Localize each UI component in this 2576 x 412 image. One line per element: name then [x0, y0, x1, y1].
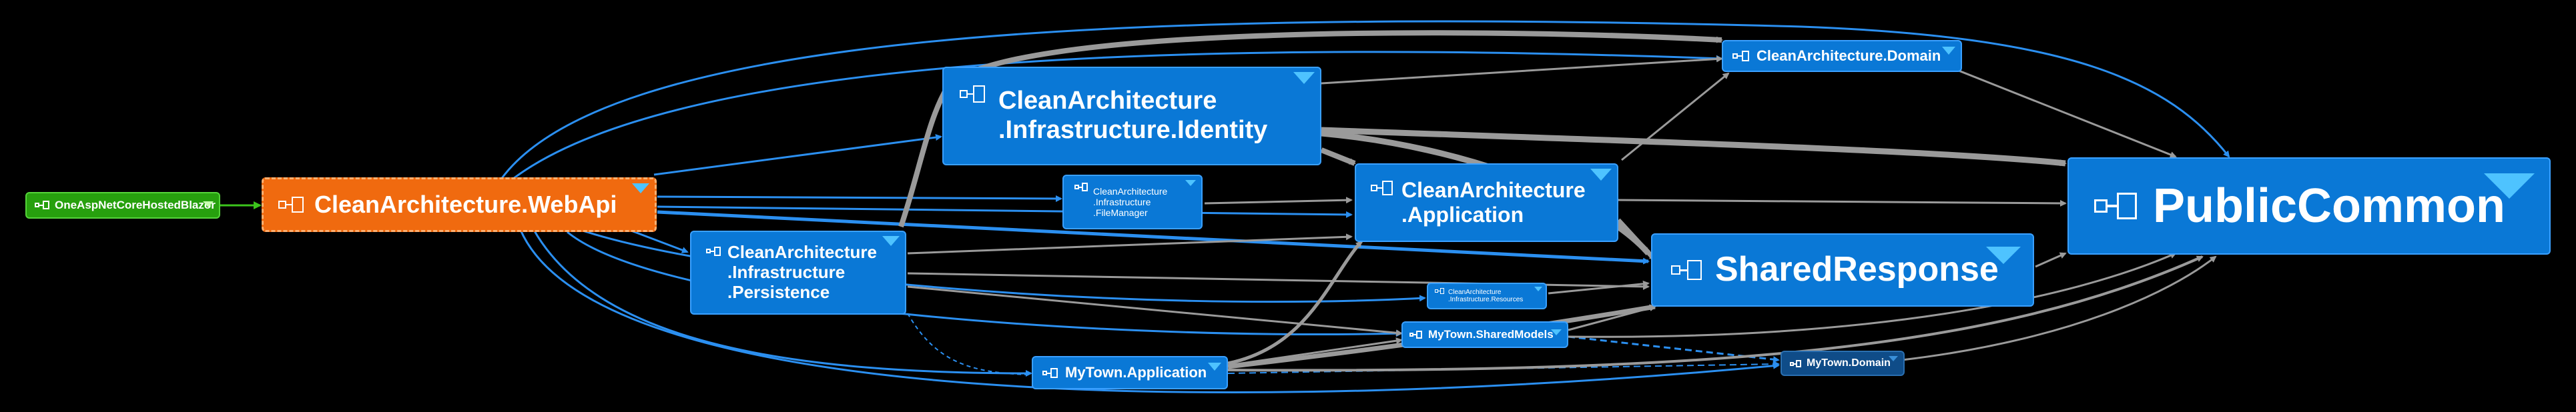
node-publiccommon[interactable]: PublicCommon [2067, 157, 2551, 255]
edge-webapi-identity [653, 134, 942, 176]
expand-triangle-icon[interactable] [1986, 247, 2021, 264]
node-label: CleanArchitecture .Infrastructure .FileM… [1093, 185, 1168, 219]
expand-triangle-icon[interactable] [1590, 169, 1612, 181]
expand-triangle-icon[interactable] [1534, 287, 1542, 291]
edge-application-publiccommon [1618, 199, 2067, 207]
edge-webapi-publiccommon-top [499, 20, 2230, 181]
edge-webapi-sharedmodels [567, 231, 1403, 337]
node-onehostedblazor[interactable]: OneAspNetCoreHostedBlazor [25, 192, 220, 219]
edge-persistence-identity [898, 30, 1723, 228]
edge-identity-application [1320, 147, 1356, 166]
edge-webapi-sharedresponse [657, 210, 1650, 265]
edge-webapi-application [657, 205, 1353, 218]
node-label: CleanArchitecture .Application [1401, 178, 1586, 227]
node-label: CleanArchitecture .Infrastructure .Persi… [727, 242, 877, 302]
edge-persistence-mytownapp-dash [907, 313, 1032, 375]
edge-persistence-application [907, 233, 1353, 255]
assembly-icon [1435, 288, 1444, 294]
expand-triangle-icon[interactable] [882, 236, 900, 246]
node-label: MyTown.Domain [1807, 357, 1891, 369]
edge-persistence-sharedmodels [907, 285, 1403, 337]
node-label: CleanArchitecture .Infrastructure.Resour… [1448, 288, 1524, 304]
edge-identity-domain [1321, 55, 1723, 85]
node-sharedmodels[interactable]: MyTown.SharedModels [1401, 321, 1568, 348]
edges-other [898, 30, 2217, 372]
edge-filemanager-application [1204, 197, 1353, 205]
node-label: PublicCommon [2153, 179, 2506, 233]
assembly-icon [1790, 359, 1802, 367]
assembly-icon [1732, 51, 1750, 61]
node-label: MyTown.SharedModels [1428, 328, 1554, 341]
expand-triangle-icon[interactable] [1942, 47, 1955, 55]
edge-webapi-resources [580, 229, 1426, 303]
assembly-icon [960, 85, 986, 103]
node-application[interactable]: CleanArchitecture .Application [1355, 163, 1618, 242]
expand-triangle-icon[interactable] [1208, 363, 1221, 371]
edge-webapi-mytowndomain [519, 229, 1780, 393]
assembly-icon [35, 201, 49, 210]
edge-webapi-domain-top [507, 51, 1723, 185]
edge-webapi-mytownapp [533, 229, 1032, 377]
node-mytowndomain[interactable]: MyTown.Domain [1781, 351, 1905, 376]
expand-triangle-icon[interactable] [632, 183, 649, 193]
node-label: SharedResponse [1715, 250, 1999, 289]
node-persistence[interactable]: CleanArchitecture .Infrastructure .Persi… [690, 231, 906, 315]
edge-webapi-filemanager [657, 195, 1062, 202]
edge-mytownapp-publiccommon [1227, 255, 2204, 372]
node-label: CleanArchitecture.Domain [1756, 47, 1941, 65]
assembly-icon [1042, 367, 1058, 378]
edge-sharedresponse-publiccommon [2035, 252, 2067, 268]
edge-identity-publiccommon [1321, 127, 2067, 167]
node-label: OneAspNetCoreHostedBlazor [55, 199, 216, 212]
edge-mytownapp-sharedmodels [1227, 337, 1403, 367]
node-label: CleanArchitecture.WebApi [314, 191, 617, 219]
node-domain[interactable]: CleanArchitecture.Domain [1722, 40, 1962, 72]
node-label: MyTown.Application [1065, 364, 1207, 381]
node-mytownapp[interactable]: MyTown.Application [1032, 356, 1228, 389]
edge-application-domain [1621, 72, 1730, 161]
assembly-icon [1671, 260, 1703, 280]
edge-mytowndomain-publiccommon [1901, 255, 2217, 361]
edge-domain-publiccommon [1948, 65, 2177, 158]
edge-mytownapp-mytowndomain [1227, 361, 1780, 374]
expand-triangle-icon[interactable] [1551, 329, 1562, 335]
node-label: CleanArchitecture .Infrastructure.Identi… [998, 87, 1268, 144]
expand-triangle-icon[interactable] [1185, 180, 1196, 186]
node-filemanager[interactable]: CleanArchitecture .Infrastructure .FileM… [1062, 175, 1203, 229]
assembly-icon [1409, 331, 1423, 339]
assembly-icon [278, 197, 305, 213]
expand-triangle-icon[interactable] [1889, 356, 1898, 361]
assembly-icon [1074, 183, 1088, 191]
expand-triangle-icon[interactable] [203, 201, 214, 207]
expand-triangle-icon[interactable] [2484, 173, 2535, 199]
assembly-icon [1371, 181, 1393, 195]
edges-from-webapi [499, 20, 2230, 393]
edge-application-sharedresponse [1616, 218, 1657, 262]
node-resources[interactable]: CleanArchitecture .Infrastructure.Resour… [1427, 283, 1547, 309]
edge-mytownapp-application [1227, 240, 1363, 365]
node-identity[interactable]: CleanArchitecture .Infrastructure.Identi… [942, 67, 1321, 165]
assembly-icon [706, 247, 721, 256]
node-webapi[interactable]: CleanArchitecture.WebApi [262, 177, 657, 232]
node-sharedresponse[interactable]: SharedResponse [1651, 233, 2034, 307]
assembly-icon [2094, 193, 2137, 219]
edge-sharedmodels-publiccommon [1568, 252, 2177, 338]
expand-triangle-icon[interactable] [1293, 72, 1315, 84]
edge-resources-sharedresponse [1548, 280, 1650, 295]
